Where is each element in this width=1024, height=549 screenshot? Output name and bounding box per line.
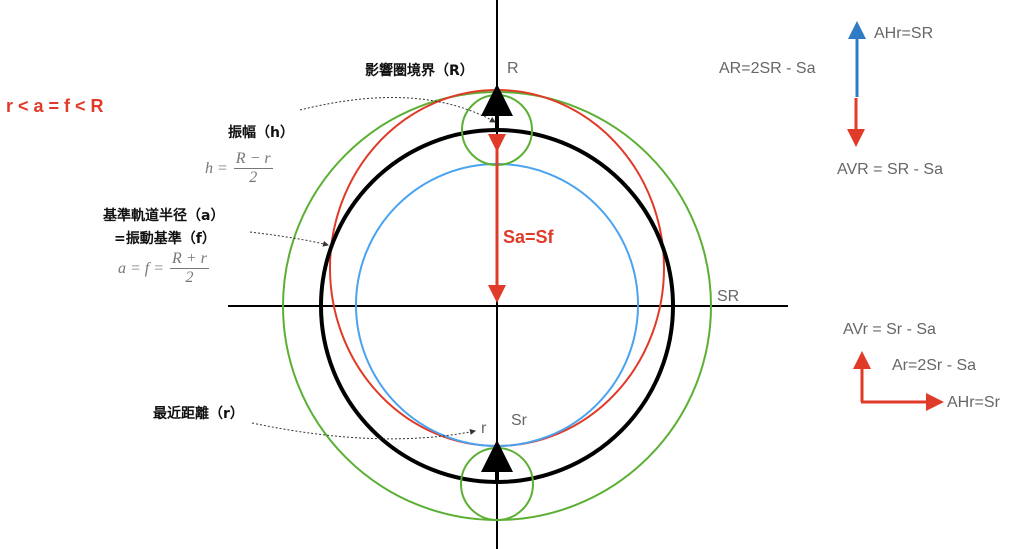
amplitude-label: 振幅（h）: [228, 125, 294, 141]
R-label: R: [507, 60, 519, 77]
formula-lhs: h =: [205, 159, 228, 177]
AVR-label: AVR = SR - Sa: [837, 161, 943, 178]
formula-denominator: 2: [185, 269, 194, 286]
Sr-label: Sr: [511, 412, 527, 429]
SR-label: SR: [717, 288, 740, 305]
boundary-label: 影響圏境界（R）: [365, 63, 474, 79]
condition-label: r < a = f < R: [6, 96, 104, 116]
formula-numerator: R − r: [233, 150, 273, 169]
AR-label: AR=2SR - Sa: [719, 60, 816, 77]
formula-denominator: 2: [249, 169, 258, 186]
base-leader: [249, 231, 329, 247]
r-label: r: [481, 420, 487, 437]
base-radius-label: 基準軌道半径（a）: [103, 208, 225, 224]
nearest-label: 最近距離（r）: [153, 406, 244, 422]
Ar-label: Ar=2Sr - Sa: [892, 357, 977, 374]
AHr-SR-label: AHr=SR: [874, 25, 934, 42]
nearest-leader: [251, 422, 476, 440]
formula-lhs: a = f =: [118, 259, 165, 277]
sa-sf-label: Sa=Sf: [503, 227, 554, 247]
AHr-Sr-label: AHr=Sr: [947, 394, 1000, 411]
formula-numerator: R + r: [170, 250, 209, 269]
vibration-base-label: =振動基準（f）: [114, 231, 216, 247]
AVr-label: AVr = Sr - Sa: [843, 321, 936, 338]
boundary-leader: [299, 97, 496, 123]
